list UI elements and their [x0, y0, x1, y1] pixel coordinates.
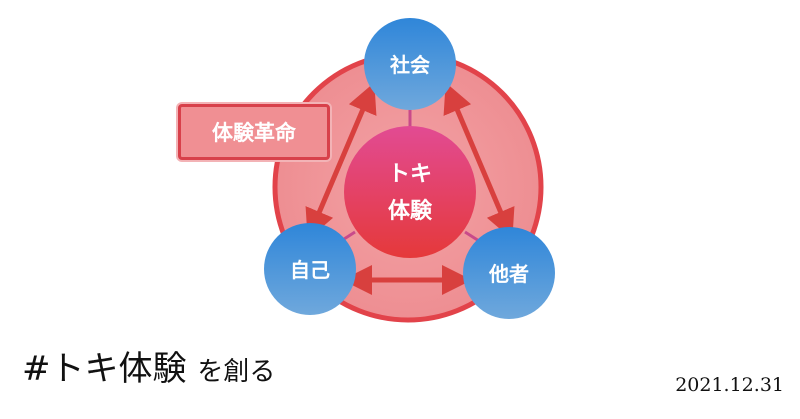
node-right-circle: [463, 227, 555, 319]
center-label-line1: トキ: [388, 162, 432, 187]
arrow-top-right: [443, 82, 515, 240]
node-right-label: 他者: [488, 262, 529, 286]
node-top-circle: [364, 18, 456, 110]
date-label: 2021.12.31: [675, 374, 784, 396]
badge-taiken-kakumei: 体験革命: [178, 104, 330, 160]
page-caption: #トキ体験 を創る: [22, 352, 275, 386]
arrow-top-left: [305, 82, 377, 240]
node-top-label: 社会: [389, 53, 430, 77]
center-label-line2: 体験: [388, 199, 433, 224]
caption-hashtag: #トキ体験: [22, 349, 187, 389]
center-circle: [344, 126, 476, 258]
node-left-label: 自己: [290, 258, 330, 282]
caption-rest: を創る: [197, 357, 276, 387]
node-left-circle: [264, 223, 356, 315]
